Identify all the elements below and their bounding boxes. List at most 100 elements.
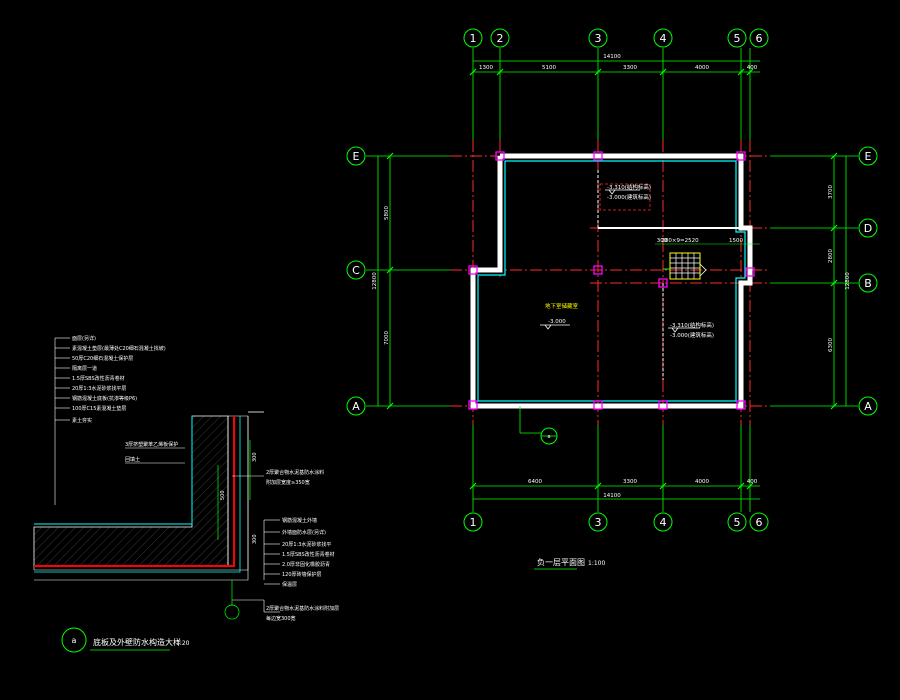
dimension-ticks — [386, 68, 838, 490]
dimension-texts: 14100 1300 5100 3300 4000 400 6400 3300 … — [479, 54, 758, 499]
grid-bubble-bottom-4[interactable] — [653, 512, 673, 532]
grid-bubble-right-A[interactable] — [858, 396, 878, 416]
plan-title-block: 负一层平面图 1:100 — [534, 557, 605, 570]
grid-label-right: E — [865, 150, 872, 163]
protection-layer — [34, 416, 241, 573]
grid-label-bottom: 1 — [470, 516, 477, 529]
grid-label-left: C — [352, 264, 360, 277]
grid-label-top: 5 — [734, 32, 741, 45]
detail-title: 底板及外壁防水构造大样 — [93, 637, 181, 647]
detail-wall-layer: 外墙面防水层(另详) — [282, 529, 326, 536]
room-elevation-se-finish: -3.000(建筑标高) — [670, 331, 714, 339]
waterproof-detail: 面层(另详) 素混凝土垫层(最薄处C20细石混凝土找坡) 50厚C20细石混凝土… — [33, 335, 339, 653]
detail-layer-label: 面层(另详) — [72, 335, 96, 342]
dim-left: 7000 — [384, 331, 390, 345]
grid-bubble-bottom-3[interactable] — [588, 512, 608, 532]
outer-wall-outline — [470, 153, 753, 409]
grid-bubble-top-3[interactable] — [588, 28, 608, 48]
inner-wall-line — [477, 160, 746, 402]
grid-bubble-top-5[interactable] — [727, 28, 747, 48]
detail-corner-note: 每边宽300宽 — [266, 615, 296, 622]
detail-layer-label: 隔离层一道 — [72, 365, 97, 372]
grid-bubble-bottom-6[interactable] — [749, 512, 769, 532]
grid-label-bottom: 4 — [660, 516, 667, 529]
dim-top: 5100 — [542, 65, 556, 71]
stair-outline — [669, 252, 701, 280]
floor-plan: 1 2 3 4 5 6 1 3 4 5 6 E C A E D B A 1410… — [346, 28, 878, 570]
detail-title-block: a 底板及外壁防水构造大样 1:20 — [61, 627, 190, 653]
detail-protect-label: 3厚挤塑聚苯乙烯板保护 — [125, 441, 178, 448]
grid-label-left: A — [352, 400, 360, 413]
dim-top: 400 — [747, 65, 758, 71]
detail-layer-label: 钢筋混凝土底板(抗渗等级P6) — [72, 395, 137, 402]
dim-bottom: 4000 — [695, 479, 709, 485]
detail-scale: 1:20 — [176, 640, 190, 647]
dim-top: 4000 — [695, 65, 709, 71]
plan-scale: 1:100 — [588, 560, 605, 567]
room-annotations: 地下室储藏室 -3.000 -3.310(结构标高) -3.000(建筑标高) … — [545, 183, 714, 440]
grid-label-top: 4 — [660, 32, 667, 45]
grid-bubble-right-D[interactable] — [858, 218, 878, 238]
grid-label-right: D — [864, 222, 872, 235]
dim-right: 3700 — [828, 185, 834, 199]
room-name-main: 地下室储藏室 — [545, 302, 579, 310]
grid-bubble-right-B[interactable] — [858, 273, 878, 293]
grid-bubble-right-E[interactable] — [858, 146, 878, 166]
grid-label-left: E — [353, 150, 360, 163]
dim-bottom: 400 — [747, 479, 758, 485]
leader-lines — [54, 337, 280, 613]
grid-label-top: 6 — [756, 32, 763, 45]
dim-right-total: 12800 — [845, 272, 851, 290]
detail-wall-layer: 钢筋混凝土外墙 — [282, 517, 317, 524]
columns — [468, 151, 755, 410]
grid-bubble-bottom-1[interactable] — [463, 512, 483, 532]
grid-label-bottom: 3 — [595, 516, 602, 529]
room-elevation-ne-structural: -3.310(结构标高) — [607, 183, 651, 191]
dim-bottom-total: 14100 — [603, 493, 621, 499]
grid-label-bottom: 5 — [734, 516, 741, 529]
dim-top: 3300 — [623, 65, 637, 71]
dim-left: 5800 — [384, 206, 390, 220]
ne-raised-area — [599, 183, 651, 211]
callout-number: a — [547, 434, 550, 440]
detail-bubble[interactable] — [61, 627, 87, 653]
grid-bubble-top-1[interactable] — [463, 28, 483, 48]
grid-bubble-left-E[interactable] — [346, 146, 366, 166]
detail-wall-note: 2厚聚合物水泥基防水涂料 — [266, 469, 324, 476]
grid-bubble-bottom-5[interactable] — [727, 512, 747, 532]
dim-top: 1300 — [479, 65, 493, 71]
elevation-markers — [540, 189, 700, 333]
plan-title: 负一层平面图 — [537, 557, 585, 567]
grid-label-top: 3 — [595, 32, 602, 45]
detail-layer-label: 素土夯实 — [72, 417, 92, 424]
detail-wall-note: 附加层宽度≥350宽 — [266, 479, 310, 486]
detail-wall-layer: 保温层 — [282, 581, 297, 588]
room-elevation-ne-finish: -3.000(建筑标高) — [607, 193, 651, 201]
detail-top-layers: 面层(另详) 素混凝土垫层(最薄处C20细石混凝土找坡) 50厚C20细石混凝土… — [72, 335, 339, 622]
waterproof-membrane — [34, 416, 235, 567]
detail-dim-lines — [217, 440, 251, 620]
grid-bubble-top-2[interactable] — [490, 28, 510, 48]
detail-corner-note: 2厚聚合物水泥基防水涂料附加层 — [266, 605, 339, 612]
grid-bubble-top-6[interactable] — [749, 28, 769, 48]
detail-dim: 300 — [252, 452, 258, 462]
room-elevation-main: -3.000 — [548, 319, 566, 325]
detail-wall-layer: 1.5厚SBS改性沥青卷材 — [282, 551, 335, 558]
grid-bubble-left-C[interactable] — [346, 260, 366, 280]
dim-bottom: 6400 — [528, 479, 542, 485]
stair-dim: 1500 — [729, 238, 743, 244]
dim-left-total: 12800 — [372, 272, 378, 290]
grid-bubble-left-A[interactable] — [346, 396, 366, 416]
stair-dim: 300 — [657, 238, 668, 244]
dim-right: 6300 — [828, 338, 834, 352]
grid-bubble-top-4[interactable] — [653, 28, 673, 48]
dim-bottom: 3300 — [623, 479, 637, 485]
grid-label-bottom: 6 — [756, 516, 763, 529]
grid-label-top: 1 — [470, 32, 477, 45]
stair-dim: 280×9=2520 — [661, 238, 699, 244]
section-callout — [519, 406, 558, 445]
detail-backfill-label: 回填土 — [125, 456, 140, 463]
stair — [655, 243, 760, 280]
cushion-layer — [34, 416, 249, 581]
